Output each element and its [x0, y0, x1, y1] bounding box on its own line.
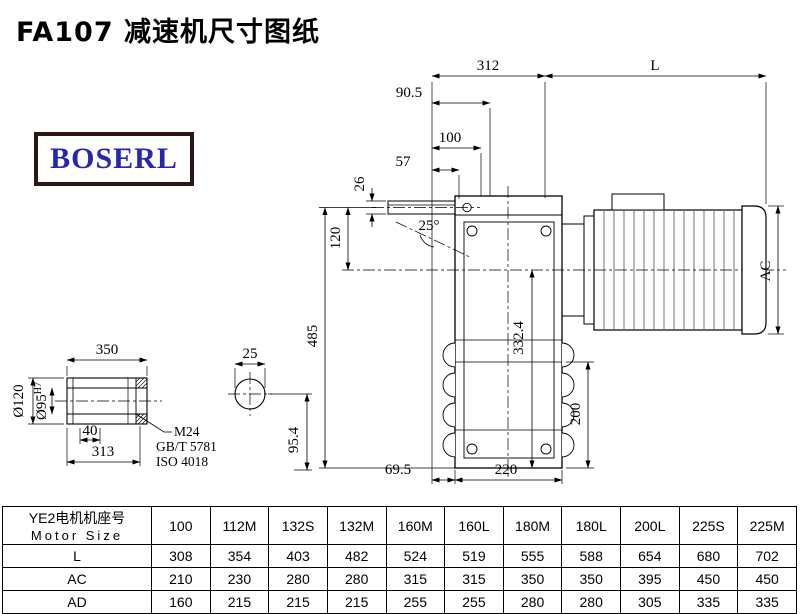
cell: 350 — [561, 567, 621, 591]
cell: 308 — [151, 544, 211, 568]
cell: 702 — [737, 544, 797, 568]
label-m24: M24 — [174, 424, 200, 439]
motor-dimension-table: YE2电机机座号 Motor Size 100 112M 132S 132M 1… — [2, 506, 797, 614]
dim-40: 40 — [83, 423, 98, 439]
header-line-en: Motor Size — [30, 528, 124, 543]
dim-485: 485 — [305, 325, 321, 348]
cell: 335 — [737, 590, 797, 614]
dim-312: 312 — [477, 58, 500, 74]
motor — [561, 193, 767, 335]
col-header-100: 100 — [151, 506, 211, 545]
cell: 280 — [561, 590, 621, 614]
table-row-AC: AC 210 230 280 280 315 315 350 350 395 4… — [2, 567, 797, 591]
dim-L: L — [650, 58, 659, 74]
page-title: FA107 减速机尺寸图纸 — [16, 17, 321, 48]
dim-220: 220 — [495, 462, 518, 478]
col-header-225s: 225S — [678, 506, 739, 545]
hatching — [135, 377, 148, 425]
hollow-shaft-view — [66, 377, 266, 425]
cell: 450 — [678, 567, 739, 591]
dim-313: 313 — [92, 444, 115, 460]
dim-angle-25: 25° — [419, 218, 440, 234]
table-row-AD: AD 160 215 215 215 255 255 280 280 305 3… — [2, 590, 797, 614]
boserl-logo: BOSERL — [34, 132, 194, 186]
cell: 280 — [326, 567, 387, 591]
dim-57: 57 — [396, 154, 412, 170]
col-header-132s: 132S — [268, 506, 328, 545]
col-header-160m: 160M — [385, 506, 446, 545]
row-label-AC: AC — [2, 567, 152, 591]
dim-26: 26 — [352, 176, 368, 192]
cell: 160 — [151, 590, 211, 614]
dim-120: 120 — [328, 227, 344, 250]
cell: 255 — [385, 590, 446, 614]
header-line-cn: YE2电机机座号 — [28, 510, 126, 526]
col-header-200l: 200L — [620, 506, 680, 545]
cell: 354 — [209, 544, 270, 568]
label-iso-4018: ISO 4018 — [156, 454, 208, 469]
cell: 215 — [326, 590, 387, 614]
dimension-labels: 312 L 90.5 100 57 25° 26 120 485 332.4 2… — [11, 58, 774, 478]
dim-90-5: 90.5 — [396, 85, 422, 101]
motor-fins — [603, 211, 735, 329]
table-row-L: L 308 354 403 482 524 519 555 588 654 68… — [2, 544, 797, 568]
cell: 482 — [326, 544, 387, 568]
cell: 315 — [444, 567, 504, 591]
row-label-AD: AD — [2, 590, 152, 614]
col-header-160l: 160L — [444, 506, 504, 545]
dim-AC: AC — [758, 261, 774, 282]
extension-lines — [28, 82, 784, 484]
cell: 403 — [268, 544, 328, 568]
cell: 280 — [502, 590, 563, 614]
table-header-row: YE2电机机座号 Motor Size 100 112M 132S 132M 1… — [2, 506, 797, 545]
dim-dia-120: Ø120 — [11, 384, 27, 417]
dim-25: 25 — [243, 346, 258, 362]
cell: 519 — [444, 544, 504, 568]
dim-332-4: 332.4 — [511, 321, 527, 355]
col-header-180l: 180L — [561, 506, 621, 545]
cell: 524 — [385, 544, 446, 568]
dim-100: 100 — [439, 130, 462, 146]
terminal-box — [611, 193, 665, 211]
cell: 210 — [151, 567, 211, 591]
row-label-L: L — [2, 544, 152, 568]
cell: 555 — [502, 544, 563, 568]
cell: 350 — [502, 567, 563, 591]
cell: 315 — [385, 567, 446, 591]
cell: 305 — [620, 590, 680, 614]
fan-cowl — [741, 205, 767, 335]
dim-95-4: 95.4 — [286, 426, 302, 453]
boserl-logo-text: BOSERL — [50, 142, 178, 175]
output-shaft — [387, 200, 472, 248]
cell: 215 — [209, 590, 270, 614]
cell: 335 — [678, 590, 739, 614]
label-gbt-5781: GB/T 5781 — [156, 439, 217, 454]
leader-line — [135, 413, 172, 433]
gearbox-body — [442, 195, 575, 469]
shaft-cross-section — [234, 378, 266, 410]
dia-95-base: Ø95 — [34, 394, 50, 420]
cell: 230 — [209, 567, 270, 591]
dim-69-5: 69.5 — [385, 462, 411, 478]
dim-dia-95-h7: Ø95H7 — [33, 382, 50, 420]
col-header-180m: 180M — [502, 506, 563, 545]
cell: 280 — [268, 567, 328, 591]
header-motor-size: YE2电机机座号 Motor Size — [2, 506, 152, 545]
dim-200: 200 — [568, 403, 584, 426]
col-header-112m: 112M — [209, 506, 270, 545]
cell: 255 — [444, 590, 504, 614]
cell: 588 — [561, 544, 621, 568]
col-header-225m: 225M — [737, 506, 797, 545]
dimension-lines — [30, 73, 781, 483]
dim-350: 350 — [96, 342, 119, 358]
cell: 680 — [678, 544, 739, 568]
cell: 215 — [268, 590, 328, 614]
col-header-132m: 132M — [326, 506, 387, 545]
cell: 654 — [620, 544, 680, 568]
cell: 450 — [737, 567, 797, 591]
dia-95-tolerance: H7 — [33, 382, 44, 394]
cell: 395 — [620, 567, 680, 591]
